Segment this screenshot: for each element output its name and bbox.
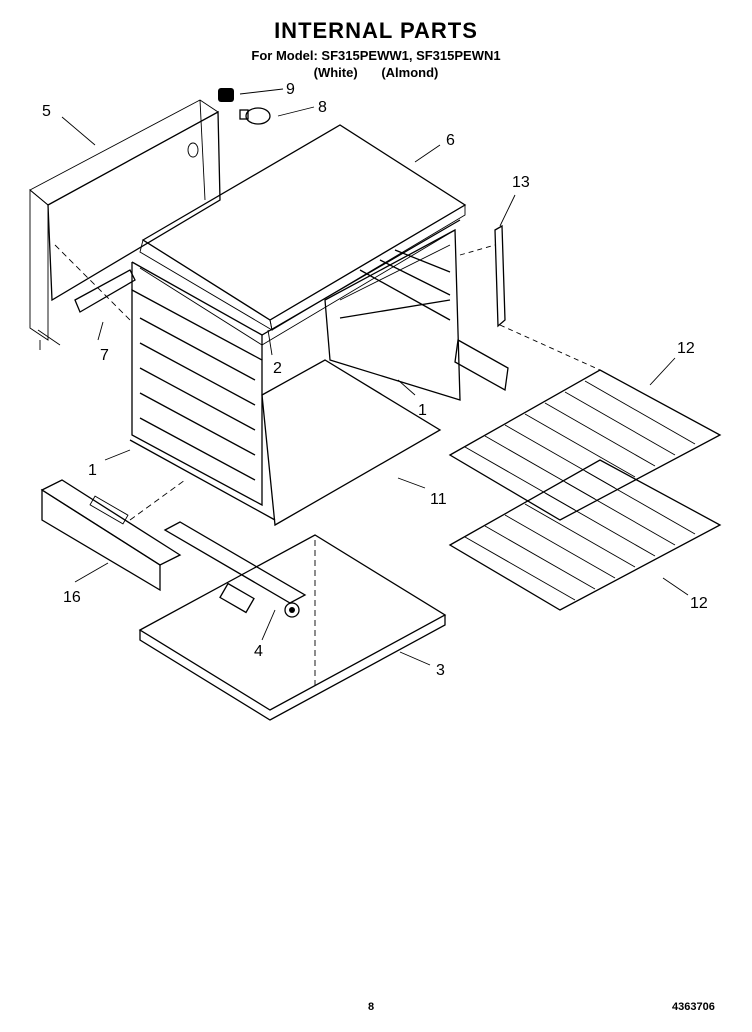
- part-4-burner-valve: [219, 582, 300, 618]
- document-number: 4363706: [672, 1001, 715, 1013]
- callout-5: 5: [42, 103, 51, 120]
- callout-1-left: 1: [88, 462, 97, 479]
- callout-1-right: 1: [418, 402, 427, 419]
- part-12-rack-upper: [448, 369, 722, 521]
- variant-almond: (Almond): [381, 65, 439, 80]
- callout-8: 8: [318, 99, 327, 116]
- part-7-strip: [74, 269, 136, 313]
- leader-lines: [61, 88, 689, 666]
- part-13-bracket: [459, 224, 601, 371]
- callout-7: 7: [100, 347, 109, 364]
- part-8-bulb: [239, 107, 271, 125]
- part-12-rack-lower: [448, 459, 722, 611]
- oven-liner: [129, 219, 509, 527]
- page-number: 8: [368, 1001, 375, 1013]
- part-6-top-insulation: [139, 124, 467, 331]
- callout-3: 3: [436, 662, 445, 679]
- part-16-front-trim: [40, 479, 186, 592]
- callout-13: 13: [512, 174, 530, 191]
- callout-11: 11: [430, 491, 447, 508]
- model-line: For Model: SF315PEWW1, SF315PEWN1: [251, 48, 501, 63]
- diagram-title: INTERNAL PARTS: [274, 18, 478, 43]
- callout-6: 6: [446, 132, 455, 149]
- callout-4: 4: [254, 643, 263, 660]
- callout-16: 16: [63, 589, 81, 606]
- variant-line: (White) (Almond): [0, 65, 752, 80]
- callout-2: 2: [273, 360, 282, 377]
- part-5-insulation-panel: [29, 99, 221, 350]
- callout-12-lower: 12: [690, 595, 708, 612]
- variant-white: (White): [313, 65, 358, 80]
- callout-9: 9: [286, 81, 295, 98]
- part-3-bottom-panel: [138, 521, 447, 721]
- part-9-socket: [218, 88, 234, 102]
- callout-12-upper: 12: [677, 340, 695, 357]
